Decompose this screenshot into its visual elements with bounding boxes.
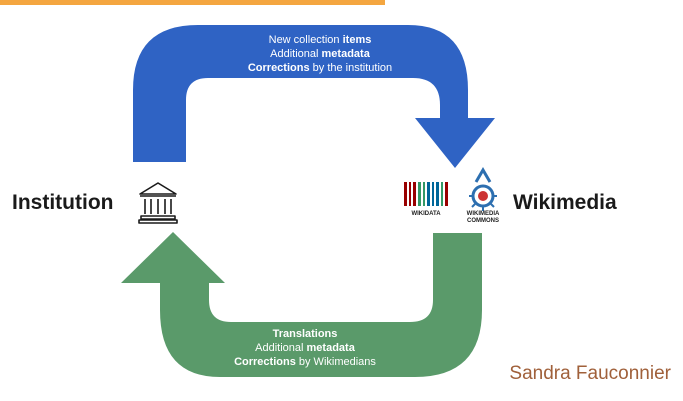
commons-caption-line2: COMMONS [467, 218, 499, 224]
top-flow-line-2: Additional metadata [270, 48, 370, 60]
top-flow-text: New collection items Additional metadata… [205, 33, 435, 75]
top-flow-line-1: New collection items [268, 34, 372, 46]
bottom-flow-text: Translations Additional metadata Correct… [190, 327, 420, 369]
author-credit: Sandra Fauconnier [509, 363, 671, 384]
bottom-flow-line-1: Translations [272, 328, 338, 340]
wikidata-caption: WIKIDATA [411, 211, 441, 217]
institution-label: Institution [12, 191, 114, 214]
wikidata-logo [404, 182, 448, 206]
commons-caption-line1: WIKIMEDIA [466, 211, 500, 217]
wikimedia-commons-logo [469, 167, 497, 211]
bottom-flow-arrow [121, 232, 482, 377]
institution-building-icon [138, 182, 178, 224]
top-banner-strip [0, 0, 385, 5]
top-flow-line-3: Corrections by the institution [247, 62, 393, 74]
bottom-flow-line-3: Corrections by Wikimedians [234, 356, 376, 368]
bottom-flow-line-2: Additional metadata [255, 342, 355, 354]
top-flow-arrow [133, 25, 495, 168]
wikimedia-label: Wikimedia [513, 191, 617, 214]
